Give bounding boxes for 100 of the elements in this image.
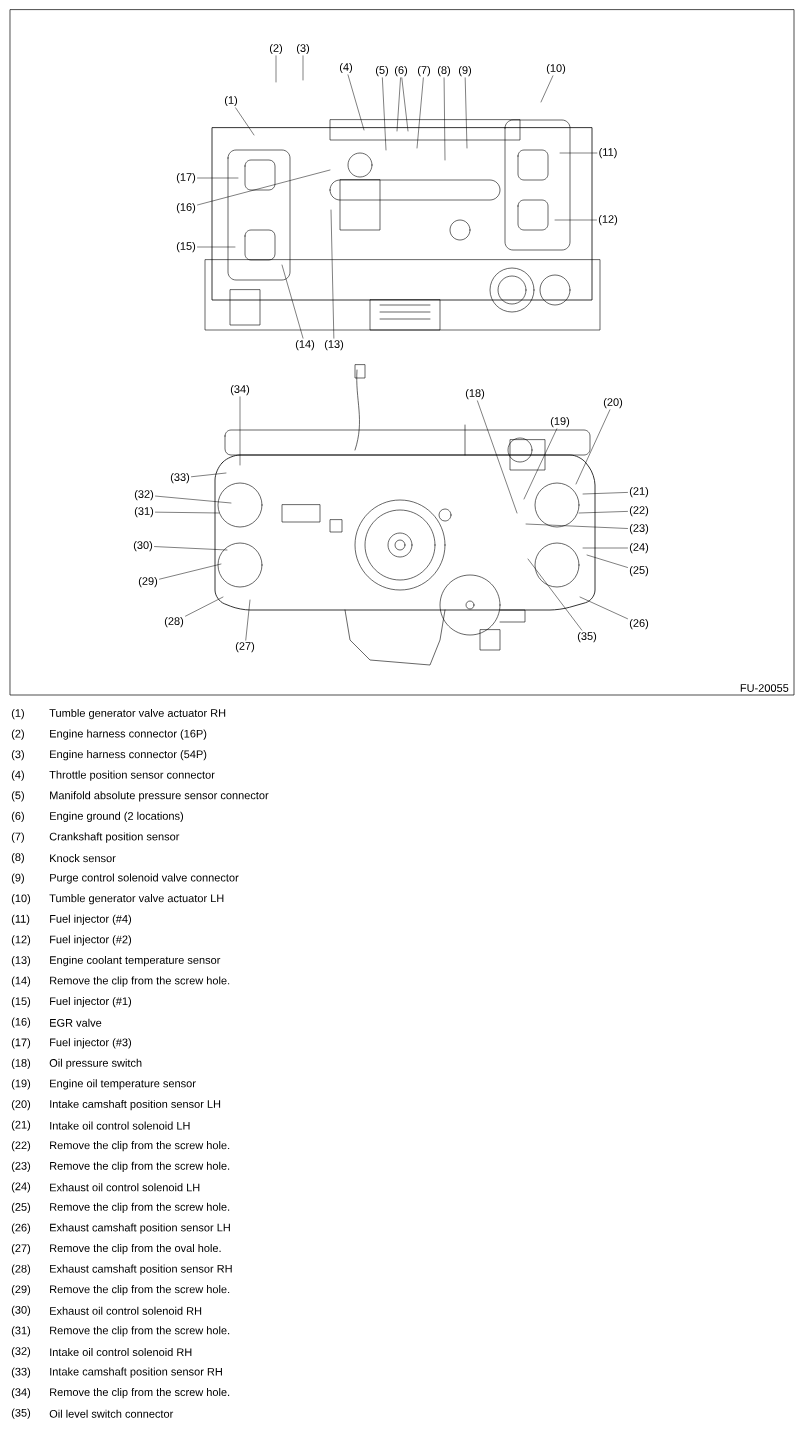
- callout-number: (9): [458, 65, 472, 77]
- item-number: (18): [11, 1058, 31, 1070]
- callout-number: (24): [629, 542, 649, 554]
- item-description: Crankshaft position sensor: [49, 832, 180, 843]
- callout-number: (26): [629, 618, 649, 630]
- item-number: (34): [11, 1388, 31, 1399]
- leader-line: [245, 599, 251, 641]
- item-description: EGR valve: [50, 1018, 102, 1027]
- callout-number: (33): [170, 472, 190, 484]
- item-description: Oil level switch connector: [49, 1409, 174, 1418]
- item-number: (9): [11, 873, 24, 884]
- item-number: (30): [11, 1305, 31, 1316]
- leader-line: [239, 396, 241, 466]
- item-description: Tumble generator valve actuator LH: [49, 894, 224, 905]
- item-number: (26): [11, 1223, 31, 1234]
- callout-number: (8): [437, 65, 451, 77]
- callout-number: (18): [465, 388, 485, 400]
- item-number: (31): [11, 1326, 31, 1337]
- callout-number: (3): [296, 43, 310, 55]
- item-description: Remove the clip from the screw hole.: [50, 1326, 230, 1337]
- item-description: Remove the clip from the screw hole.: [50, 1388, 230, 1399]
- item-description: Purge control solenoid valve connector: [50, 873, 239, 884]
- item-description: Fuel injector (#4): [50, 914, 132, 925]
- item-description: Intake camshaft position sensor LH: [50, 1099, 221, 1111]
- callout-number: (29): [138, 576, 158, 588]
- figure-number: FU-20055: [740, 684, 789, 692]
- leader-line: [554, 219, 597, 221]
- item-number: (7): [11, 832, 24, 843]
- callout-number: (25): [629, 565, 649, 577]
- item-number: (8): [11, 853, 24, 864]
- leader-line: [275, 55, 277, 83]
- item-number: (24): [11, 1182, 31, 1193]
- item-description: Engine harness connector (16P): [50, 729, 207, 740]
- callout-number: (7): [417, 65, 431, 77]
- item-number: (25): [11, 1202, 31, 1214]
- leader-line: [582, 547, 628, 549]
- item-number: (35): [11, 1408, 31, 1419]
- item-number: (32): [11, 1346, 31, 1358]
- item-number: (11): [11, 914, 30, 925]
- item-description: Fuel injector (#2): [50, 935, 132, 946]
- leader-line: [396, 77, 401, 132]
- leader-line: [302, 55, 304, 81]
- leader-line: [416, 77, 424, 149]
- item-number: (14): [11, 976, 31, 987]
- item-number: (10): [11, 894, 31, 905]
- item-description: Intake oil control solenoid RH: [50, 1348, 192, 1357]
- leader-line: [401, 77, 409, 132]
- item-description: Remove the clip from the screw hole.: [50, 1202, 230, 1214]
- item-number: (4): [11, 770, 24, 781]
- leader-line: [586, 554, 628, 568]
- callout-number: (32): [134, 489, 154, 501]
- item-number: (20): [11, 1099, 31, 1111]
- callout-number: (31): [134, 506, 154, 518]
- callout-number: (4): [339, 62, 353, 74]
- callout-number: (30): [133, 540, 153, 552]
- callout-number: (34): [230, 384, 250, 396]
- leader-line: [464, 77, 468, 149]
- leader-line: [155, 495, 232, 504]
- callout-number: (2): [269, 43, 283, 55]
- item-number: (16): [11, 1017, 31, 1028]
- callout-number: (35): [577, 631, 597, 643]
- item-number: (13): [11, 955, 31, 967]
- item-number: (21): [11, 1120, 31, 1131]
- leader-line: [523, 428, 558, 500]
- callout-number: (1): [224, 95, 238, 107]
- item-number: (33): [11, 1367, 31, 1378]
- item-description: Oil pressure switch: [49, 1058, 142, 1070]
- callout-number: (15): [176, 241, 196, 253]
- callout-number: (11): [599, 147, 617, 159]
- callout-number: (28): [164, 616, 184, 628]
- item-number: (27): [11, 1244, 31, 1255]
- leader-line: [347, 74, 365, 131]
- leader-line: [443, 77, 446, 161]
- callout-number: (17): [176, 172, 196, 184]
- leader-line: [185, 596, 224, 617]
- callout-number: (16): [176, 202, 196, 214]
- leader-line: [579, 596, 628, 619]
- item-number: (22): [11, 1141, 31, 1152]
- item-description: Engine coolant temperature sensor: [50, 955, 221, 967]
- item-description: Fuel injector (#1): [50, 997, 132, 1008]
- item-description: Remove the clip from the screw hole.: [50, 1161, 230, 1172]
- leader-line: [154, 546, 228, 551]
- leader-line: [197, 169, 331, 206]
- item-description: Manifold absolute pressure sensor connector: [50, 791, 269, 802]
- item-number: (12): [11, 935, 31, 946]
- item-description: Exhaust oil control solenoid LH: [50, 1183, 200, 1192]
- leader-line: [527, 558, 583, 631]
- item-description: Fuel injector (#3): [50, 1038, 132, 1049]
- leader-line: [559, 152, 598, 154]
- leader-line: [197, 177, 239, 179]
- item-number: (5): [11, 791, 24, 802]
- item-number: (28): [11, 1264, 31, 1275]
- leader-line: [197, 246, 236, 248]
- callout-number: (12): [598, 214, 618, 226]
- callout-number: (20): [603, 397, 623, 409]
- leader-line: [330, 209, 335, 339]
- item-description: Exhaust oil control solenoid RH: [50, 1306, 202, 1315]
- callout-number: (10): [546, 63, 566, 75]
- item-description: Remove the clip from the screw hole.: [50, 1141, 230, 1152]
- leader-line: [525, 523, 628, 529]
